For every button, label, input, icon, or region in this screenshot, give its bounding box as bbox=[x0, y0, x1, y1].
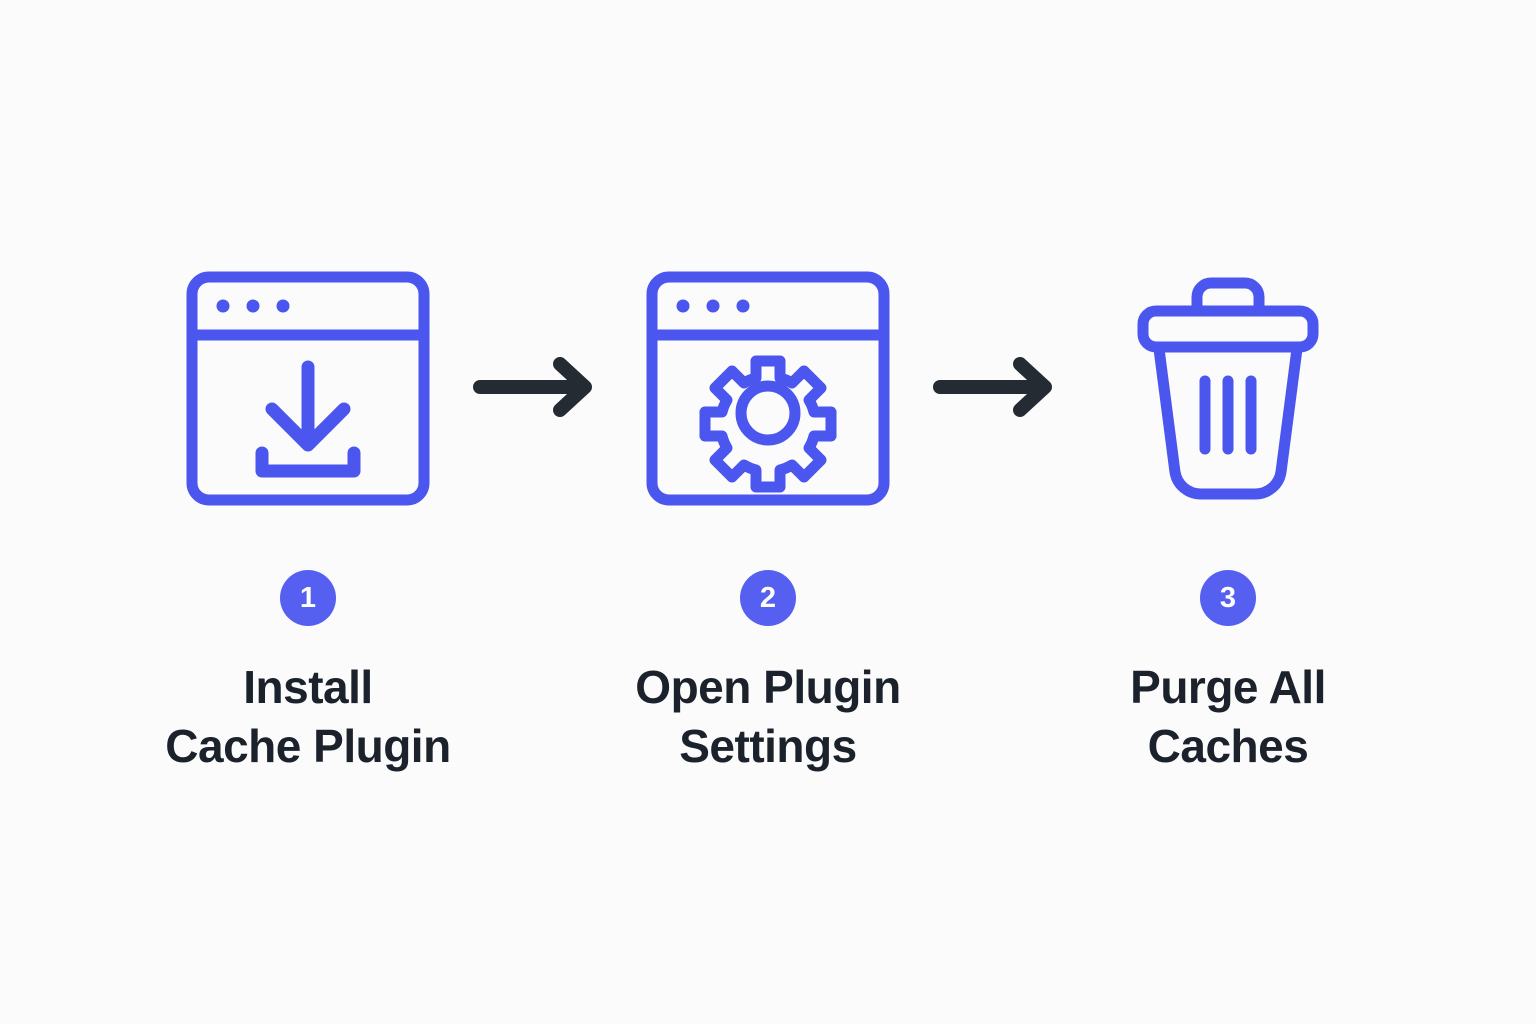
process-flow-steps: 1 Install Cache Plugin bbox=[0, 262, 1536, 776]
step-3-label: Purge All Caches bbox=[1130, 661, 1326, 772]
step-1-label: Install Cache Plugin bbox=[165, 661, 451, 772]
arrow-right-icon bbox=[933, 357, 1052, 417]
step-3: 3 Purge All Caches bbox=[1078, 262, 1378, 776]
step-2: 2 Open Plugin Settings bbox=[618, 262, 918, 776]
step-1: 1 Install Cache Plugin bbox=[158, 262, 458, 776]
step-2-badge: 2 bbox=[740, 570, 796, 626]
connector-1-to-2 bbox=[458, 262, 618, 512]
step-1-badge: 1 bbox=[280, 570, 336, 626]
step-3-badge: 3 bbox=[1200, 570, 1256, 626]
step-2-icon bbox=[638, 262, 898, 512]
step-1-icon bbox=[178, 262, 438, 512]
browser-window-gear-icon bbox=[646, 271, 890, 506]
step-2-label: Open Plugin Settings bbox=[635, 661, 901, 772]
browser-window-download-icon bbox=[186, 271, 430, 506]
arrow-right-icon bbox=[473, 357, 592, 417]
trash-can-icon bbox=[1137, 277, 1319, 500]
step-3-icon bbox=[1098, 262, 1358, 512]
connector-2-to-3 bbox=[918, 262, 1078, 512]
